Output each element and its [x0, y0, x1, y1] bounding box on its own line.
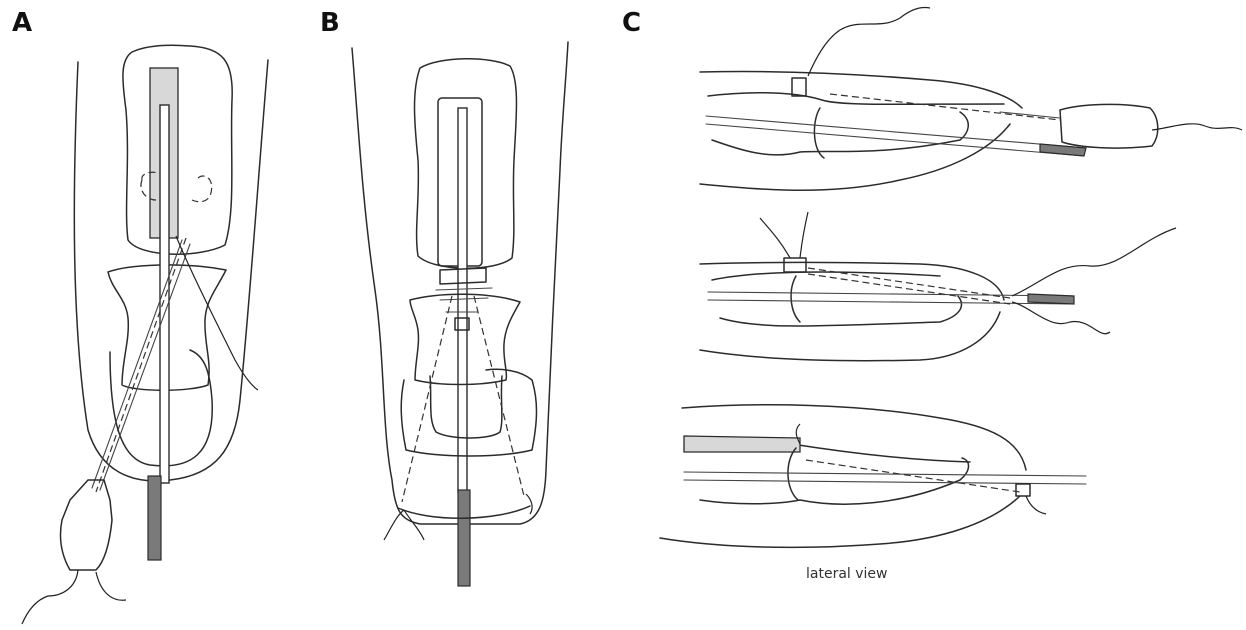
panel-c-bottom-drawing — [660, 405, 1086, 548]
panel-a-drawing — [22, 45, 268, 624]
panel-c-top-drawing — [700, 7, 1242, 190]
panel-label-a: A — [12, 8, 32, 38]
panel-c-middle-drawing — [700, 212, 1176, 361]
lateral-view-caption: lateral view — [806, 566, 887, 582]
panel-b-drawing — [352, 42, 568, 586]
panel-label-b: B — [320, 8, 340, 38]
panel-label-c: C — [622, 8, 641, 38]
